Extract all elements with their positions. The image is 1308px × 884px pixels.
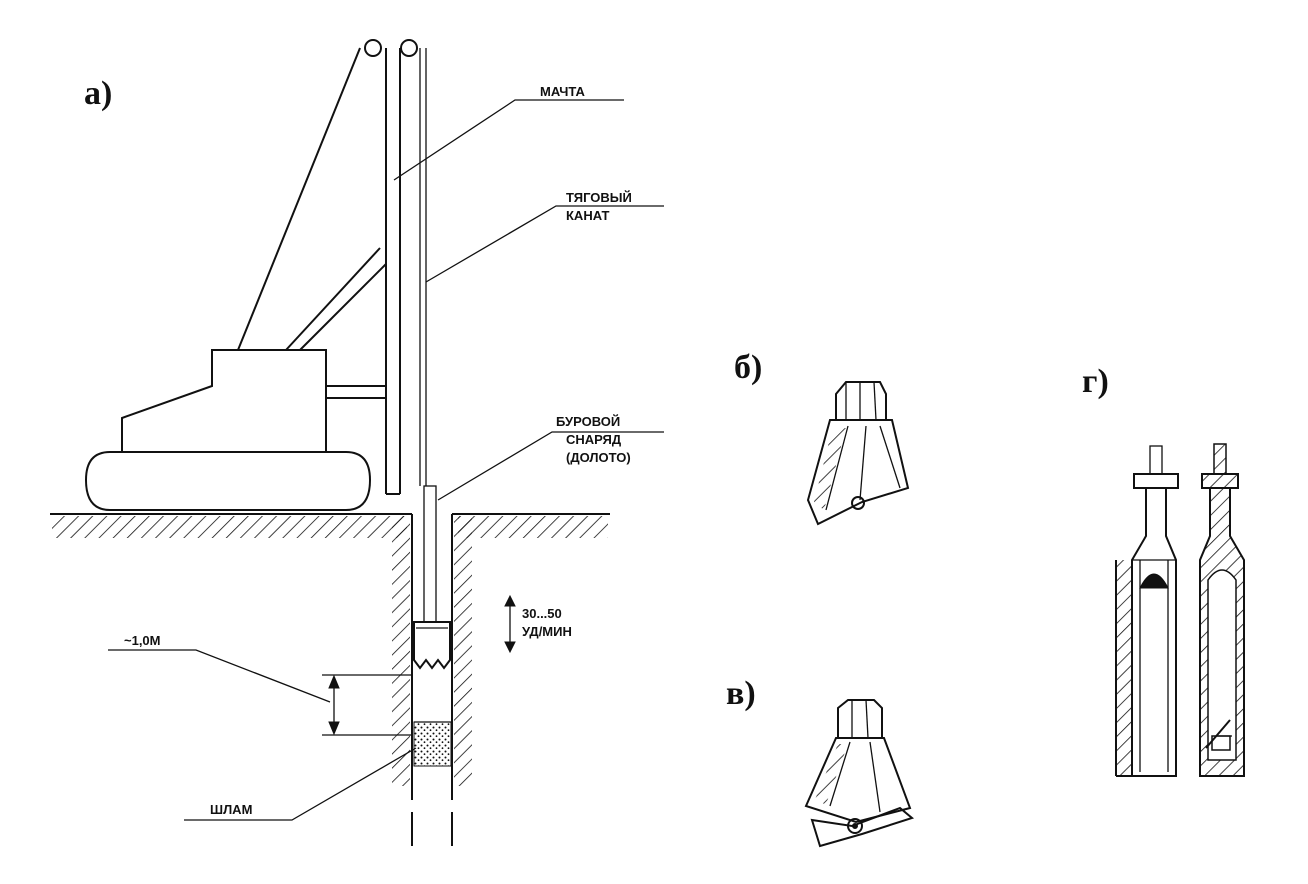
- ground-surface: [50, 513, 610, 538]
- tool-label-line1: БУРОВОЙ: [556, 414, 620, 429]
- callout-sludge: ШЛАМ: [184, 747, 417, 821]
- tool-label-line3: (ДОЛОТО): [566, 450, 631, 465]
- borehole: [392, 514, 472, 846]
- sludge-layer: [413, 721, 452, 767]
- callout-mast: МАЧТА: [393, 84, 624, 181]
- rate-label-line2: УД/МИН: [522, 624, 572, 639]
- figure-g: г): [1082, 363, 1245, 777]
- figure-a: а): [50, 39, 664, 846]
- stroke-rate-indicator: 30...50 УД/МИН: [504, 594, 572, 654]
- mast-braces: [237, 47, 387, 399]
- figure-v: в): [726, 675, 915, 848]
- drill-bit: [413, 485, 451, 670]
- rig-cabin: [121, 349, 327, 452]
- rope-label-line2: КАНАТ: [566, 208, 609, 223]
- bailer-exterior: [1115, 445, 1179, 777]
- figure-b: б): [734, 349, 910, 526]
- figure-g-label: г): [1082, 363, 1109, 400]
- stroke-dimension: ~1,0М: [108, 633, 412, 736]
- rope-label-line1: ТЯГОВЫЙ: [566, 190, 632, 205]
- stroke-label: ~1,0М: [124, 633, 161, 648]
- bailer-section: [1199, 443, 1245, 777]
- figure-a-label: а): [84, 75, 112, 112]
- mast: [364, 39, 418, 495]
- chisel-bit: [806, 381, 910, 526]
- sludge-label: ШЛАМ: [210, 802, 252, 817]
- tool-label-line2: СНАРЯД: [566, 432, 622, 447]
- cross-bit: [804, 699, 915, 848]
- callout-drilling-tool: БУРОВОЙ СНАРЯД (ДОЛОТО): [437, 414, 664, 501]
- mast-label: МАЧТА: [540, 84, 585, 99]
- figure-v-label: в): [726, 675, 756, 712]
- callout-haul-rope: ТЯГОВЫЙ КАНАТ: [425, 190, 664, 283]
- crawler-tracks: [84, 451, 372, 511]
- figure-b-label: б): [734, 349, 762, 386]
- rate-label-line1: 30...50: [522, 606, 562, 621]
